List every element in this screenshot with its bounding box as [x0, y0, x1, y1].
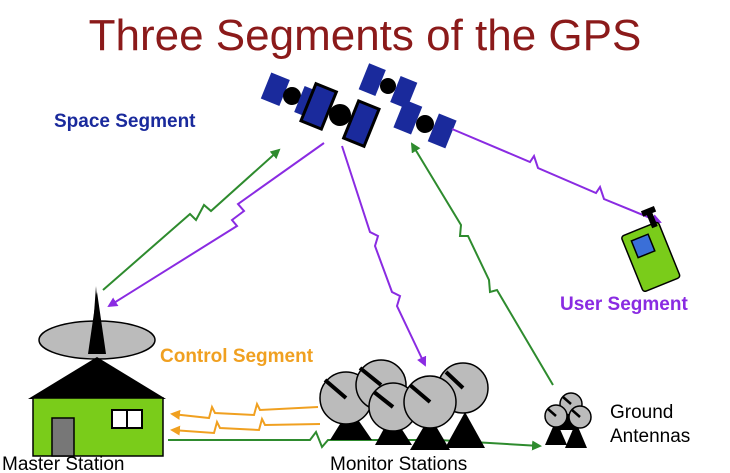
space-segment-label: Space Segment: [54, 111, 196, 132]
station-link-2: [170, 416, 321, 436]
downlink-master: [107, 142, 325, 308]
house-icon: [28, 286, 166, 457]
satellite-icon: [299, 81, 381, 149]
uplink-master: [102, 148, 281, 291]
downlink-user: [451, 128, 662, 224]
user-segment-label: User Segment: [560, 294, 688, 315]
page-title: Three Segments of the GPS: [89, 11, 642, 60]
satellite-icon: [393, 99, 457, 149]
control-segment-label: Control Segment: [160, 346, 314, 367]
ground-antennas-label-line1: Ground: [610, 402, 673, 423]
ground-antennas-label-line2: Antennas: [610, 426, 690, 447]
monitor-stations-label: Monitor Stations: [330, 454, 467, 473]
gps-receiver-icon: [621, 205, 681, 293]
station-link-1: [170, 401, 319, 420]
downlink-monitor: [341, 145, 427, 367]
master-station-label: Master Station: [2, 454, 125, 473]
ground-antenna-icon: [544, 392, 592, 448]
uplink-ground: [410, 142, 554, 386]
satellite-icon: [358, 63, 418, 109]
satellite-dish-icon: [319, 359, 489, 450]
